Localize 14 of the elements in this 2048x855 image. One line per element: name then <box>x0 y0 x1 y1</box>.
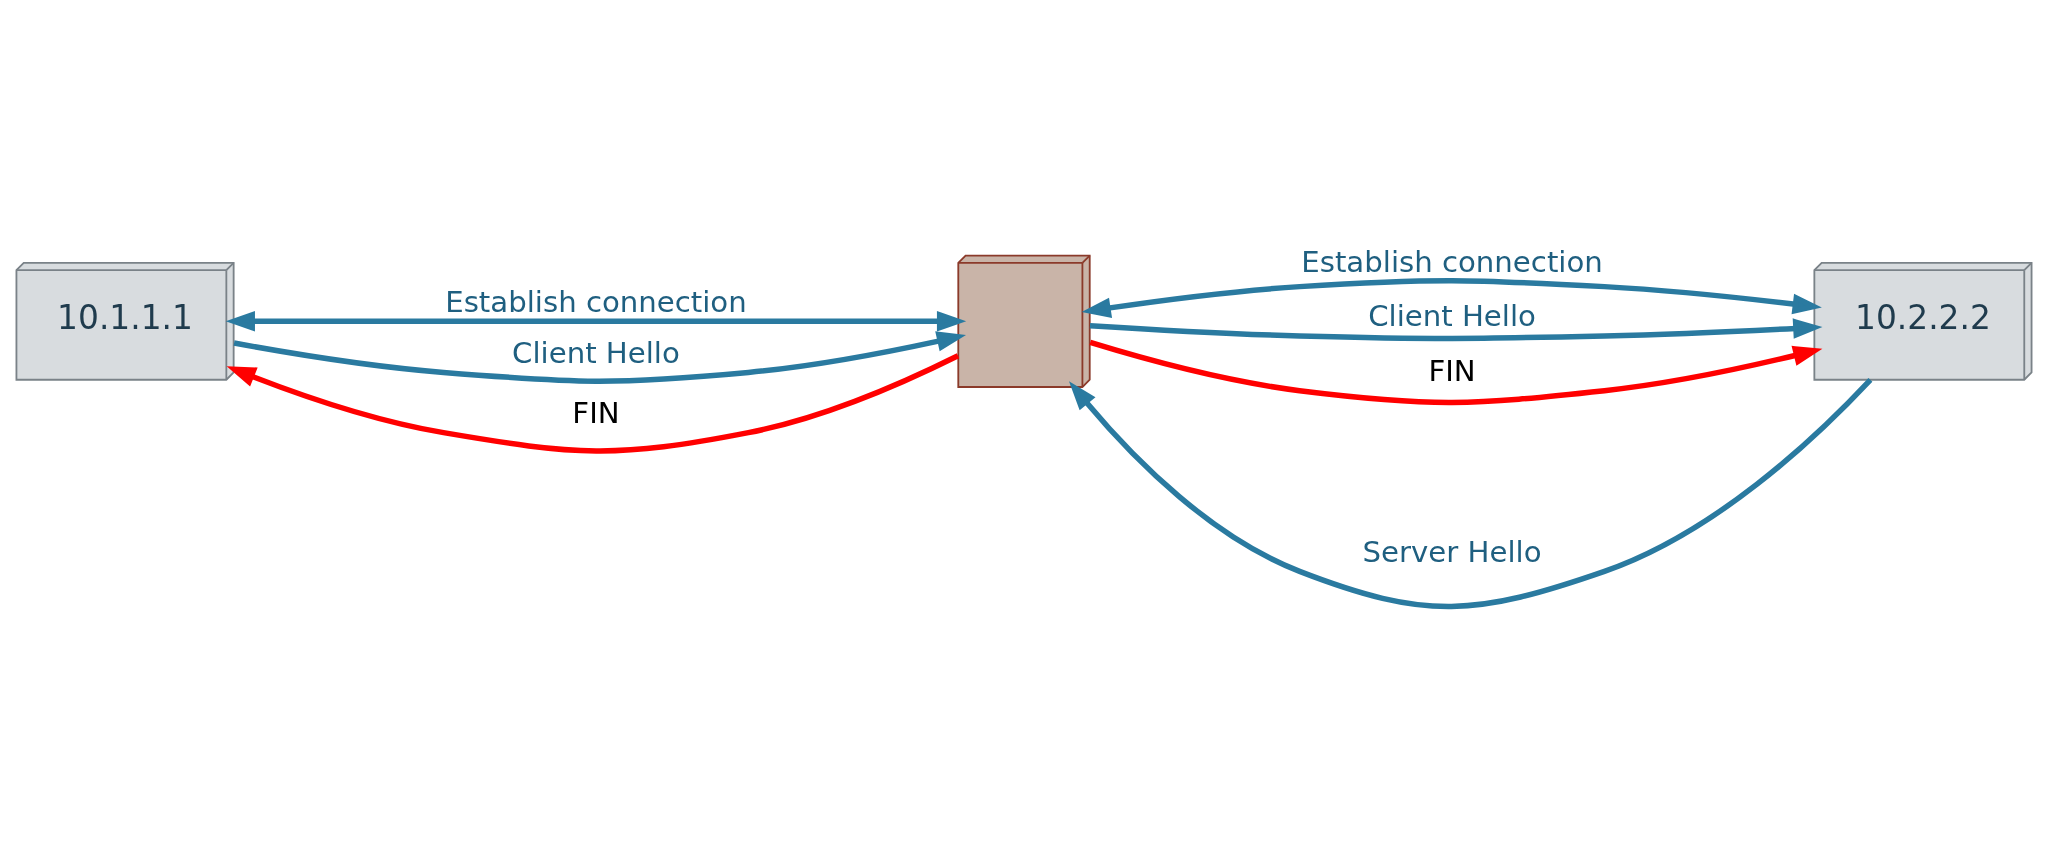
arrow <box>1081 277 1822 318</box>
edge-label: Establish connection <box>1301 244 1603 279</box>
edge-label: Client Hello <box>1368 299 1536 334</box>
arrow <box>233 331 967 384</box>
arrow <box>226 353 960 454</box>
edge-label: Establish connection <box>445 284 747 319</box>
arrow <box>1089 318 1823 342</box>
edge-label: FIN <box>572 396 620 431</box>
edge-label: FIN <box>1428 354 1476 389</box>
arrow <box>1089 339 1823 406</box>
arrow <box>225 311 967 332</box>
arrow <box>1069 377 1873 609</box>
edge-label: Server Hello <box>1362 534 1542 569</box>
edge-label: Client Hello <box>512 335 680 370</box>
